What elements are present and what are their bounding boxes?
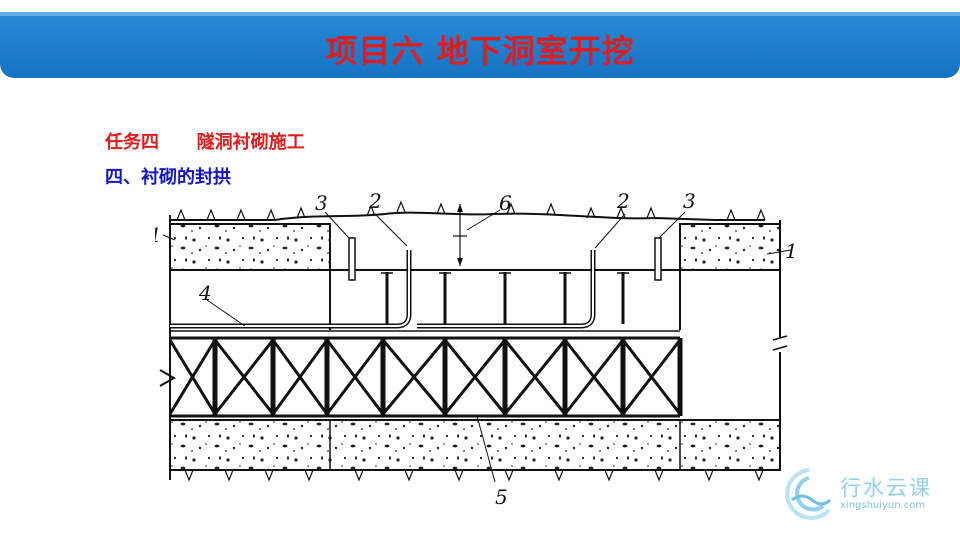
logo: 行水云课 xingshuiyun.com (782, 466, 942, 526)
label-6: 6 (499, 191, 512, 215)
grout-pipe-right (654, 237, 662, 281)
header-bar (0, 12, 960, 78)
label-4: 4 (198, 281, 212, 305)
logo-url: xingshuiyun.com (840, 500, 926, 511)
section-subtitle: 四、衬砌的封拱 (105, 167, 231, 188)
label-2-left: 2 (368, 190, 382, 213)
label-3-right: 3 (683, 190, 696, 213)
top-lining-right (679, 223, 781, 271)
rock-surface-line (170, 211, 765, 221)
task-heading: 任务四 隧洞衬砌施工 (105, 132, 305, 153)
support-props (385, 272, 625, 324)
label-1-right: 1 (785, 239, 795, 263)
tunnel-lining-closure-diagram: 1 1 2 2 3 3 4 5 6 (155, 190, 795, 509)
label-5: 5 (495, 485, 508, 509)
grout-pipe-left (348, 237, 356, 281)
bottom-lining (169, 419, 781, 471)
label-1-left: 1 (155, 223, 162, 247)
page-title: 项目六 地下洞室开挖 (325, 32, 635, 70)
rock-hatch-marks (176, 200, 766, 221)
label-3-left: 3 (315, 191, 328, 215)
water-wave-icon (785, 468, 832, 520)
label-2-right: 2 (616, 190, 630, 213)
truss-posts (212, 338, 683, 416)
top-lining-left (169, 223, 331, 271)
truss-bracing (168, 339, 682, 415)
logo-name: 行水云课 (840, 476, 932, 500)
